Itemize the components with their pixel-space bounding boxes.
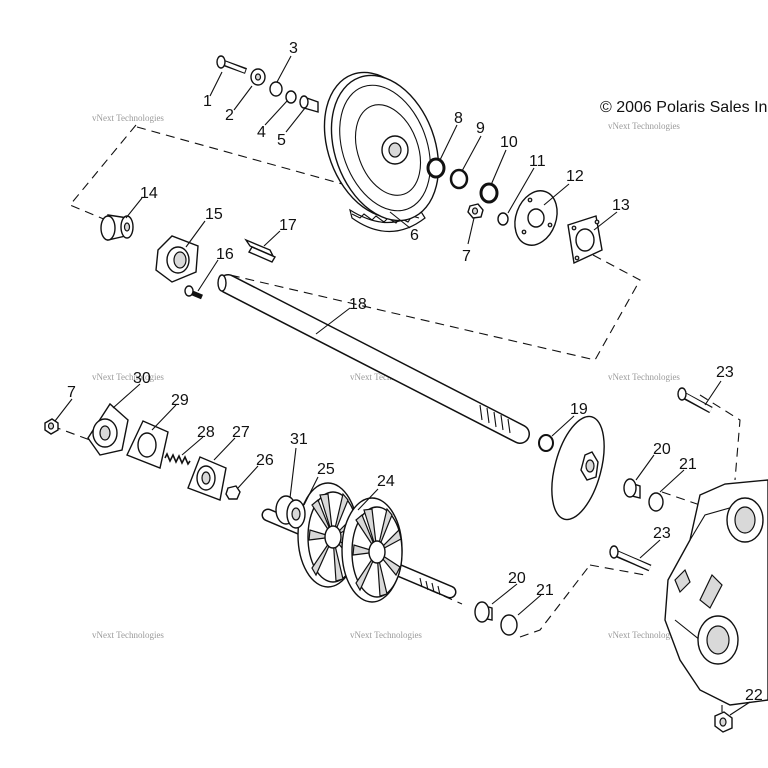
callout-24: 24 xyxy=(377,473,395,490)
bearing-housing-30 xyxy=(87,402,129,456)
bolt-23 xyxy=(677,387,713,414)
callout-2: 2 xyxy=(225,107,234,124)
watermark: vNext Technologies xyxy=(92,372,164,382)
gasket-29 xyxy=(126,420,169,469)
callout-29: 29 xyxy=(171,392,189,409)
bearing-plate-27 xyxy=(187,456,227,501)
copyright-text: © 2006 Polaris Sales In xyxy=(600,99,767,116)
watermark: vNext Technologies xyxy=(608,121,680,131)
driveshaft-24 xyxy=(261,482,457,603)
watermark: vNext Technologies xyxy=(608,372,680,382)
callout-23: 23 xyxy=(716,364,734,381)
callout-5: 5 xyxy=(277,132,286,149)
nut-26 xyxy=(225,485,241,500)
washer-21 xyxy=(648,492,664,512)
bolt-1 xyxy=(216,55,248,74)
bushing-5 xyxy=(299,95,319,113)
brake-disc xyxy=(551,415,605,521)
callout-19: 19 xyxy=(570,401,588,418)
callout-8: 8 xyxy=(454,110,463,127)
bearing-20 xyxy=(623,478,641,499)
chaincase-housing xyxy=(664,479,768,706)
callout-21: 21 xyxy=(679,456,697,473)
callout-12: 12 xyxy=(566,168,584,185)
speedo-drive-31 xyxy=(275,495,306,529)
ring-19 xyxy=(538,434,554,452)
plate-12 xyxy=(514,190,558,246)
callout-17: 17 xyxy=(279,217,297,234)
callout-7: 7 xyxy=(462,248,471,265)
nut-22 xyxy=(714,711,733,733)
callout-15: 15 xyxy=(205,206,223,223)
callout-4: 4 xyxy=(257,124,266,141)
sprocket-6 xyxy=(323,71,440,233)
watermark: vNext Technologies xyxy=(350,630,422,640)
callout-18: 18 xyxy=(349,296,367,313)
ring-9 xyxy=(449,168,469,190)
ring-10 xyxy=(479,182,499,204)
callout-3: 3 xyxy=(289,40,298,57)
spring-28 xyxy=(164,452,191,466)
callout-1: 1 xyxy=(203,93,212,110)
watermark: vNext Technologies xyxy=(350,372,422,382)
callout-30: 30 xyxy=(133,370,151,387)
callout-28: 28 xyxy=(197,424,215,441)
callout-31: 31 xyxy=(290,431,308,448)
washer-11 xyxy=(497,212,509,226)
callout-20-lower: 20 xyxy=(508,570,526,587)
callout-10: 10 xyxy=(500,134,518,151)
callout-25: 25 xyxy=(317,461,335,478)
washer-3 xyxy=(269,81,283,97)
callout-numbers: 1 2 3 4 5 6 7 8 9 10 11 12 13 14 15 16 1… xyxy=(67,40,763,704)
flange-15 xyxy=(155,235,199,283)
drive-sprocket xyxy=(341,497,403,603)
callout-13: 13 xyxy=(612,197,630,214)
callout-14: 14 xyxy=(140,185,158,202)
bearing-14 xyxy=(100,214,134,241)
bolt-23-lower xyxy=(609,545,652,572)
callout-11: 11 xyxy=(529,153,546,170)
watermark: vNext Technologies xyxy=(608,630,680,640)
callout-7-lower: 7 xyxy=(67,384,76,401)
callout-22: 22 xyxy=(745,687,763,704)
callout-26: 26 xyxy=(256,452,274,469)
watermark: vNext Technologies xyxy=(92,630,164,640)
washer-21-lower xyxy=(500,614,518,636)
callout-23-lower: 23 xyxy=(653,525,671,542)
callout-20: 20 xyxy=(653,441,671,458)
nut-7-lower xyxy=(44,418,59,435)
nut-7 xyxy=(467,203,484,219)
callout-27: 27 xyxy=(232,424,250,441)
bearing-20-lower xyxy=(474,601,493,623)
gasket-13 xyxy=(567,215,603,265)
key-17 xyxy=(244,238,277,263)
shaft-18 xyxy=(217,274,530,444)
washer-4 xyxy=(285,90,297,104)
callout-16: 16 xyxy=(216,246,234,263)
callout-21-lower: 21 xyxy=(536,582,554,599)
bolt-16 xyxy=(184,285,203,300)
leader-lines xyxy=(54,55,751,716)
watermark: vNext Technologies xyxy=(92,113,164,123)
callout-9: 9 xyxy=(476,120,485,137)
seal-8 xyxy=(426,157,446,179)
callout-6: 6 xyxy=(410,227,419,244)
